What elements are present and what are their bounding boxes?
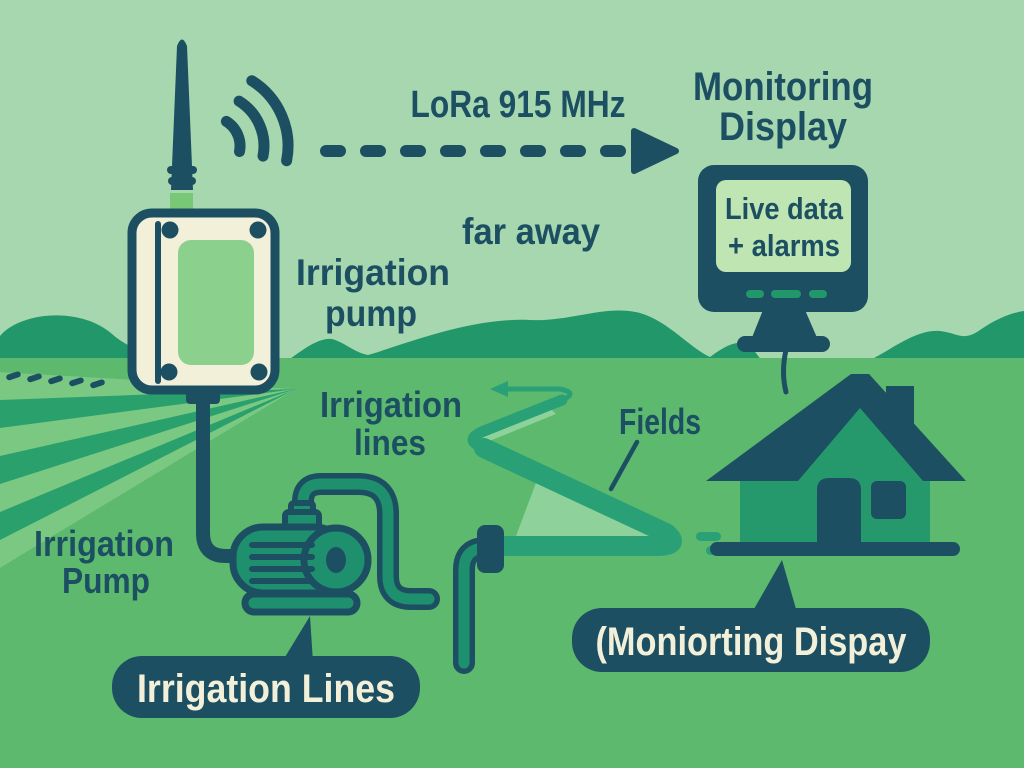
house-door: [817, 478, 861, 544]
callout-text: (Moniorting Dispay: [596, 620, 908, 664]
label-irrigation-lines-line2: lines: [354, 422, 426, 463]
label-far-away: far away: [462, 211, 600, 252]
house-base: [710, 542, 960, 556]
antenna: [171, 39, 193, 190]
arrow-dash: [320, 145, 346, 157]
arrow-dash: [480, 145, 506, 157]
house-roof: [706, 374, 966, 481]
hatch-dash: [27, 373, 42, 383]
lora-sensor-box: [127, 39, 280, 404]
hatch-dash: [69, 377, 84, 387]
arrow-dash: [440, 145, 466, 157]
label-monitoring-display-line1: Monitoring: [693, 65, 873, 109]
box-screw: [161, 221, 179, 239]
monitor-button: [809, 290, 827, 298]
field-stripe: [0, 389, 296, 512]
pump-base: [241, 590, 361, 616]
irrigation-lines-path: [467, 381, 731, 556]
label-irrigation-pump-right-line1: Irrigation: [296, 252, 450, 293]
monitor-button: [746, 290, 764, 298]
callout-tail: [282, 616, 313, 662]
lora-link-arrow: [320, 128, 679, 174]
field-stripe: [0, 389, 296, 456]
fields-pointer-line: [608, 439, 640, 492]
arrow-dash: [520, 145, 546, 157]
hatch-dash: [48, 375, 63, 385]
label-irrigation-pump-right-line2: pump: [325, 293, 417, 334]
irrigation-line-dash: [696, 532, 721, 541]
elbow-pipe: [453, 525, 504, 674]
pump-vents: [249, 542, 315, 584]
hatch-dash: [90, 379, 105, 389]
monitoring-display-callout: (Moniorting Dispay: [572, 560, 930, 672]
irrigation-pump: [229, 500, 372, 616]
label-monitoring-display-line2: Display: [719, 105, 848, 149]
label-irrigation-pump-left-line2: Pump: [62, 560, 150, 601]
irrigation-line-arrow-tip: [490, 381, 508, 397]
monitor-base: [737, 336, 830, 352]
arrow-dash: [400, 145, 426, 157]
box-screw: [249, 221, 267, 239]
arrow-dash: [600, 145, 626, 157]
label-irrigation-lines-line1: Irrigation: [320, 384, 462, 425]
pump-arc-pipe: [292, 473, 440, 610]
arrow-dash: [560, 145, 586, 157]
monitor-button: [771, 290, 801, 298]
house-window: [871, 481, 906, 519]
irrigation-lines-callout: Irrigation Lines: [112, 616, 420, 718]
callout-text: Irrigation Lines: [137, 667, 395, 711]
box-screw: [160, 363, 178, 381]
monitor-screen: [716, 180, 851, 272]
arrow-head: [631, 128, 679, 174]
hills-silhouette: [0, 310, 1024, 365]
pump-shaft: [326, 547, 346, 573]
monitor-house-connector: [781, 347, 789, 395]
antenna-ring: [168, 177, 196, 185]
pipe-coupler: [477, 525, 504, 573]
house-gable: [798, 408, 923, 481]
arrow-dash: [360, 145, 386, 157]
screen-text-line1: Live data: [725, 191, 844, 226]
label-lora: LoRa 915 MHz: [411, 84, 626, 126]
screen-text-line2: + alarms: [728, 228, 840, 263]
box-panel: [178, 240, 254, 365]
antenna-ring: [167, 166, 197, 174]
label-irrigation-pump-left-line1: Irrigation: [34, 523, 174, 564]
irrigation-line-segment: [503, 386, 573, 403]
callout-tail: [750, 560, 798, 616]
callout-bubble: [572, 608, 930, 672]
irrigation-line-segment: [474, 438, 682, 556]
monitor-stand: [751, 310, 818, 340]
sensor-cable: [196, 393, 245, 563]
field-stripe: [0, 389, 296, 568]
irrigation-line-segment: [467, 394, 568, 454]
farmhouse: [706, 374, 966, 556]
field-edge-hatch: [6, 371, 105, 389]
monitoring-display: Live data + alarms: [698, 165, 868, 352]
callout-bubble: [112, 656, 420, 718]
hatch-dash: [6, 371, 21, 381]
crop-field: [0, 371, 296, 568]
wifi-signal-icon: [220, 75, 294, 167]
box-screw: [250, 363, 268, 381]
label-fields: Fields: [619, 401, 701, 442]
